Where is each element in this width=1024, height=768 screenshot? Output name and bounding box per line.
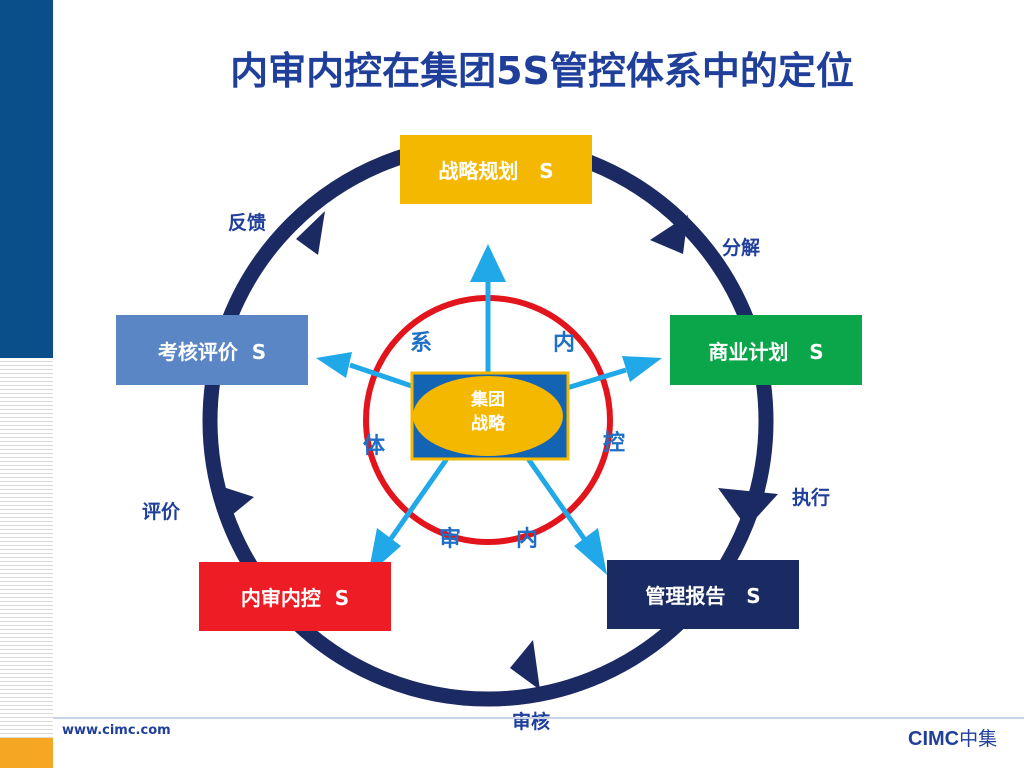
label-decompose: 分解	[722, 237, 761, 259]
center-line-2: 战略	[471, 414, 505, 434]
label-review: 审核	[512, 711, 551, 733]
evaluation-box: 考核评价 S	[116, 315, 308, 385]
center-strategy-text: 集团 战略	[418, 388, 558, 436]
logo-cn: 中集	[959, 728, 998, 750]
audit-control-box: 内审内控 S	[199, 562, 391, 631]
cimc-logo: CIMC中集	[908, 724, 997, 751]
sidebar-stripes	[0, 358, 53, 738]
sidebar-top-band	[0, 0, 53, 358]
inner-char-kong: 控	[603, 431, 626, 456]
footer-divider	[53, 717, 1024, 719]
website-link[interactable]: www.cimc.com	[62, 723, 171, 738]
label-execute: 执行	[792, 487, 831, 509]
ring-arrowhead-top-left	[296, 211, 325, 255]
page-title: 内审内控在集团5S管控体系中的定位	[230, 49, 854, 93]
strategy-box: 战略规划 S	[400, 135, 592, 204]
inner-char-nei-top: 内	[553, 331, 576, 356]
inner-char-shen: 审	[439, 527, 462, 552]
inner-char-xi: 系	[410, 331, 433, 356]
ring-arrowhead-top-right	[650, 215, 688, 254]
arrow-up	[470, 244, 506, 282]
ring-arrowhead-bottom	[510, 640, 540, 690]
arrow-left	[316, 352, 352, 378]
ring-arrowhead-right	[718, 488, 778, 528]
logo-latin: CIMC	[908, 728, 960, 750]
arrow-bottom-right	[574, 528, 607, 575]
label-assess: 评价	[142, 501, 181, 523]
management-report-box: 管理报告 S	[607, 560, 799, 629]
arrow-right	[622, 356, 662, 382]
ring-arrowhead-left	[220, 486, 254, 515]
sidebar-orange-block	[0, 738, 53, 768]
business-plan-box: 商业计划 S	[670, 315, 862, 385]
center-oval	[413, 376, 563, 456]
center-line-1: 集团	[471, 390, 505, 410]
inner-char-nei-bottom: 内	[516, 527, 539, 552]
inner-char-ti: 体	[363, 434, 386, 459]
label-feedback: 反馈	[228, 212, 267, 234]
